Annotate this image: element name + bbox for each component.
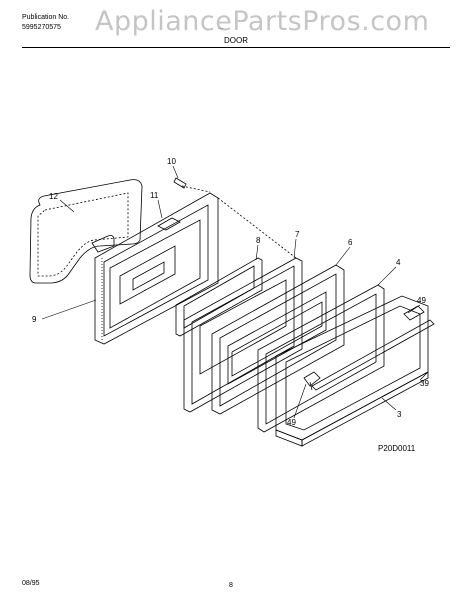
gasket-part	[29, 179, 143, 284]
door-handle	[311, 319, 435, 391]
callout-9: 9	[32, 315, 37, 324]
callout-3: 3	[397, 410, 402, 419]
diagram-code: P20D0011	[378, 444, 416, 453]
door-panel-inner	[183, 257, 303, 413]
footer-page: 8	[229, 582, 233, 589]
callout-8: 8	[256, 236, 261, 245]
publication-number: 5995270575	[22, 24, 61, 31]
callout-7: 7	[295, 230, 300, 239]
callout-10: 10	[167, 157, 176, 166]
header-rule	[22, 47, 450, 48]
handle-end-cap	[303, 371, 321, 387]
callout-4: 4	[396, 258, 401, 267]
outer-door	[275, 295, 429, 441]
inner-door-liner	[94, 192, 219, 345]
footer-date: 08/95	[22, 580, 40, 587]
screw-part	[173, 177, 187, 189]
callout-12: 12	[49, 192, 58, 201]
insulation-panel	[175, 257, 263, 337]
callout-39: 39	[420, 379, 429, 388]
callout-11: 11	[150, 191, 159, 200]
callout-49-left: 49	[287, 418, 296, 427]
watermark-logo: AppliancePartsPros.com	[95, 6, 430, 37]
callout-6: 6	[348, 238, 353, 247]
publication-label: Publication No.	[22, 14, 70, 21]
callout-49-right: 49	[417, 296, 426, 305]
section-title: DOOR	[224, 36, 248, 45]
handle-end-cap-right	[403, 305, 425, 321]
model-fragment: ...	[218, 24, 224, 31]
